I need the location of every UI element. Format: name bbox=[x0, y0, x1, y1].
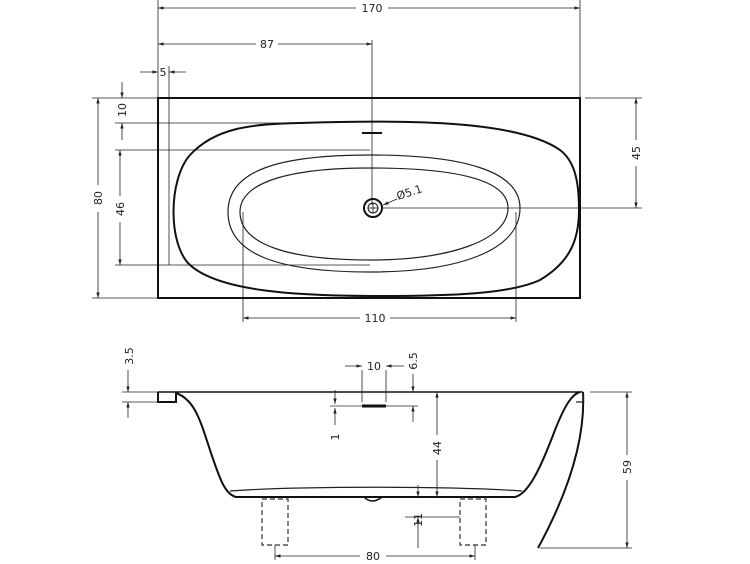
dim-feet-spacing: 80 bbox=[275, 550, 475, 563]
tub-wall-profile bbox=[175, 391, 581, 498]
dim-bottom-clearance: 11 bbox=[412, 485, 425, 548]
dim-label: 6.5 bbox=[407, 352, 420, 370]
dim-label: 170 bbox=[362, 2, 383, 15]
dim-overflow-height: 1 bbox=[329, 390, 342, 441]
dim-rim-offset: 5 bbox=[140, 66, 186, 79]
dim-label: 1 bbox=[329, 434, 342, 441]
dim-label: 110 bbox=[365, 312, 386, 325]
dim-label: 11 bbox=[412, 513, 425, 527]
dim-overall-height: 59 bbox=[621, 392, 634, 548]
foot-left bbox=[261, 498, 289, 546]
dim-overall-length: 170 bbox=[158, 2, 580, 15]
tub-inner-ring-outer bbox=[227, 154, 521, 273]
dim-drain-from-back: 45 bbox=[630, 98, 643, 208]
rim-edge bbox=[157, 392, 177, 403]
dim-label: 46 bbox=[114, 202, 127, 216]
dim-label: 44 bbox=[431, 441, 444, 455]
side-view: 3.5 10 6.5 1 44 11 bbox=[122, 347, 634, 563]
dim-label: 10 bbox=[116, 103, 129, 117]
dim-label: 87 bbox=[260, 38, 274, 51]
tub-inner-ring-inner bbox=[239, 167, 509, 261]
foot-right bbox=[459, 498, 487, 546]
top-view: 170 87 5 80 10 46 bbox=[92, 0, 643, 325]
dim-inner-length: 110 bbox=[243, 312, 516, 325]
dim-drain-offset: 87 bbox=[158, 38, 372, 51]
drain-icon bbox=[363, 198, 383, 218]
dim-label: 45 bbox=[630, 146, 643, 160]
dim-inner-depth: 44 bbox=[431, 392, 444, 497]
dim-rim-thickness: 3.5 bbox=[123, 347, 136, 418]
dim-label: 80 bbox=[92, 191, 105, 205]
dim-overall-width: 80 bbox=[92, 98, 105, 298]
dim-inner-width: 46 bbox=[114, 150, 127, 265]
dim-label: 59 bbox=[621, 460, 634, 474]
drain-diameter-label: Ø5.1 bbox=[395, 182, 424, 202]
drain-outlet bbox=[363, 496, 383, 502]
dim-label: 5 bbox=[160, 66, 167, 79]
tub-floor-line bbox=[229, 486, 523, 492]
dim-overflow-width: 10 bbox=[345, 360, 404, 373]
skirt-profile bbox=[537, 391, 585, 549]
tub-outline-rect bbox=[157, 97, 581, 299]
tub-outer-oval bbox=[172, 120, 581, 298]
dim-rim-width: 10 bbox=[116, 82, 129, 140]
dim-label: 10 bbox=[367, 360, 381, 373]
dim-label: 80 bbox=[366, 550, 380, 563]
dim-label: 3.5 bbox=[123, 347, 136, 365]
dim-overflow-depth: 6.5 bbox=[407, 352, 420, 422]
